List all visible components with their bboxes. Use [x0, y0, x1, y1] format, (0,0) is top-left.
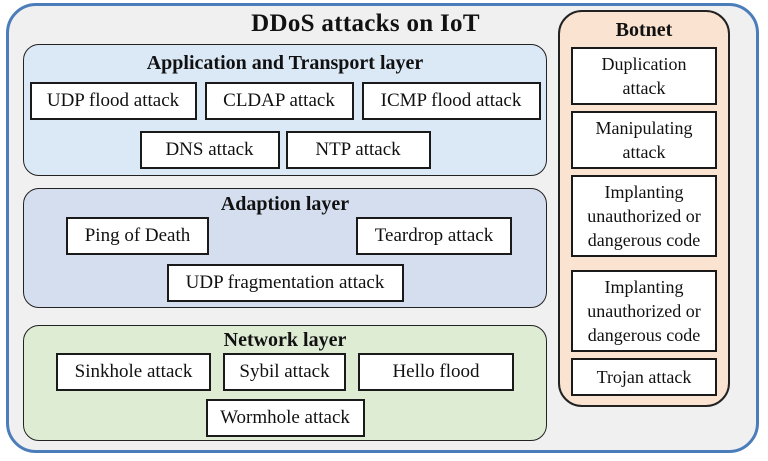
attack-box-icmp-flood: ICMP flood attack: [361, 82, 541, 120]
botnet-box-manipulating: Manipulating attack: [571, 111, 717, 169]
layer-adaption: Adaption layer Ping of Death Teardrop at…: [23, 188, 547, 308]
attack-row: Sinkhole attack Sybil attack Hello flood: [24, 353, 546, 391]
botnet-box-trojan: Trojan attack: [571, 358, 717, 396]
botnet-box-implanting-1: Implanting unauthorized or dangerous cod…: [571, 175, 717, 257]
layer-title-network: Network layer: [223, 329, 347, 351]
layers-column: Application and Transport layer UDP floo…: [23, 44, 547, 441]
layer-title-application-transport: Application and Transport layer: [146, 52, 424, 74]
diagram-title: DDoS attacks on IoT: [251, 10, 480, 37]
layer-network: Network layer Sinkhole attack Sybil atta…: [23, 325, 547, 441]
layer-application-transport: Application and Transport layer UDP floo…: [23, 44, 547, 176]
attack-box-sinkhole: Sinkhole attack: [56, 353, 211, 391]
attack-row: Ping of Death Teardrop attack: [24, 217, 546, 255]
botnet-panel: Botnet Duplication attack Manipulating a…: [558, 10, 730, 407]
attack-box-hello-flood: Hello flood: [358, 353, 514, 391]
botnet-title: Botnet: [615, 19, 673, 41]
attack-box-cldap: CLDAP attack: [204, 82, 354, 120]
ddos-iot-diagram: DDoS attacks on IoT Application and Tran…: [6, 3, 759, 453]
attack-row: DNS attack NTP attack: [24, 131, 546, 169]
layer-title-adaption: Adaption layer: [220, 193, 350, 215]
botnet-box-duplication: Duplication attack: [571, 47, 717, 105]
attack-row: Wormhole attack: [24, 399, 546, 437]
attack-box-dns: DNS attack: [139, 131, 280, 169]
attack-box-wormhole: Wormhole attack: [205, 399, 365, 437]
attack-box-ping-of-death: Ping of Death: [66, 217, 209, 255]
attack-box-teardrop: Teardrop attack: [356, 217, 512, 255]
attack-box-udp-flood: UDP flood attack: [29, 82, 197, 120]
attack-box-sybil: Sybil attack: [223, 353, 346, 391]
attack-box-ntp: NTP attack: [285, 131, 431, 169]
attack-row: UDP fragmentation attack: [24, 264, 546, 302]
attack-row: UDP flood attack CLDAP attack ICMP flood…: [24, 82, 546, 120]
attack-box-udp-fragmentation: UDP fragmentation attack: [166, 264, 404, 302]
botnet-box-implanting-2: Implanting unauthorized or dangerous cod…: [571, 270, 717, 352]
